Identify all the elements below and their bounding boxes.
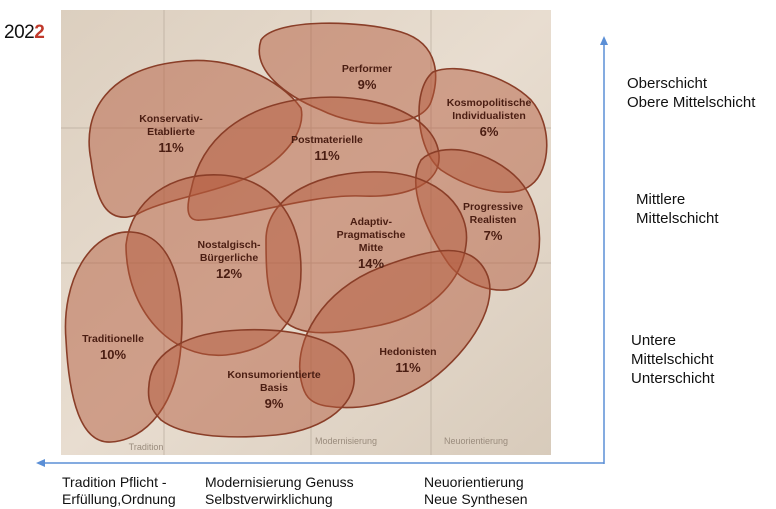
blob-progressive bbox=[415, 148, 541, 291]
label-upper-class: Oberschicht Obere Mittelschicht bbox=[627, 74, 755, 112]
milieu-name: Konsumorientierte bbox=[227, 369, 321, 381]
label-oberschicht: Oberschicht bbox=[627, 75, 708, 92]
milieu-percent: 9% bbox=[265, 396, 284, 411]
bottom-label-modern-line1: Modernisierung Genuss bbox=[205, 474, 354, 490]
milieu-label: Nostalgisch-Bürgerliche 12% bbox=[197, 239, 261, 281]
bottom-label-tradition: Tradition Pflicht - Erfüllung,Ordnung bbox=[62, 474, 176, 508]
bottom-label-modern: Modernisierung Genuss Selbstverwirklichu… bbox=[205, 474, 354, 508]
milieu-name: Bürgerliche bbox=[200, 252, 259, 264]
milieu-name: Postmaterielle bbox=[291, 134, 363, 146]
bottom-label-tradition-line1: Tradition Pflicht - bbox=[62, 474, 167, 490]
milieu-blobs bbox=[64, 22, 548, 443]
milieu-percent: 12% bbox=[216, 266, 242, 281]
footer-label-modern: Modernisierung bbox=[315, 436, 377, 446]
year-label: 2022 bbox=[4, 22, 45, 44]
blob-adaptiv bbox=[265, 171, 468, 334]
year-label-suffix: 2 bbox=[34, 22, 45, 43]
milieu-diagram: Performer 9% KosmopolitischeIndividualiste… bbox=[61, 10, 551, 455]
milieu-name: Basis bbox=[260, 382, 288, 394]
milieu-percent: 7% bbox=[484, 228, 503, 243]
milieu-percent: 11% bbox=[158, 140, 184, 155]
label-unterschicht: Unterschicht bbox=[631, 370, 715, 387]
milieu-label: Konservativ-Etablierte 11% bbox=[139, 113, 203, 155]
milieu-name: Realisten bbox=[470, 214, 517, 226]
axis-footer: Tradition Modernisierung Neuorientierung bbox=[129, 436, 508, 452]
blob-hedonisten bbox=[299, 249, 491, 409]
milieu-name: Nostalgisch- bbox=[197, 239, 261, 251]
milieu-name: Performer bbox=[342, 63, 392, 75]
milieu-percent: 6% bbox=[480, 124, 499, 139]
blob-postmaterielle bbox=[187, 96, 440, 221]
blob-traditionelle bbox=[64, 231, 183, 443]
milieu-name: Traditionelle bbox=[82, 333, 144, 345]
bottom-label-neu: Neuorientierung Neue Synthesen bbox=[424, 474, 528, 508]
milieu-label: Traditionelle 10% bbox=[82, 333, 144, 362]
grid-lines bbox=[61, 10, 551, 455]
milieu-percent: 9% bbox=[358, 77, 377, 92]
milieu-name: Hedonisten bbox=[379, 346, 436, 358]
paper-background bbox=[61, 10, 551, 455]
milieu-name: Individualisten bbox=[452, 110, 526, 122]
label-mittlere: Mittlere bbox=[636, 191, 686, 208]
bottom-label-neu-line2: Neue Synthesen bbox=[424, 491, 528, 507]
arrow-up-icon bbox=[600, 36, 608, 45]
milieu-name: Etablierte bbox=[147, 126, 195, 138]
label-middle-class: Mittlere Mittelschicht bbox=[636, 190, 719, 228]
milieu-name: Progressive bbox=[463, 201, 523, 213]
label-mittelschicht: Mittelschicht bbox=[636, 210, 719, 227]
milieu-name: Adaptiv- bbox=[350, 216, 393, 228]
footer-label-tradition: Tradition bbox=[129, 442, 164, 452]
footer-label-neu: Neuorientierung bbox=[444, 436, 508, 446]
label-lower-class: Untere Mittelschicht Unterschicht bbox=[631, 331, 714, 388]
milieu-percent: 10% bbox=[100, 347, 126, 362]
bottom-label-tradition-line2: Erfüllung,Ordnung bbox=[62, 491, 176, 507]
blob-kosmopolitische bbox=[418, 67, 548, 193]
milieu-name: Konservativ- bbox=[139, 113, 203, 125]
bottom-label-neu-line1: Neuorientierung bbox=[424, 474, 524, 490]
blob-nostalgisch bbox=[125, 174, 302, 357]
milieu-percent: 11% bbox=[395, 360, 421, 375]
blob-konsumorientierte bbox=[147, 328, 355, 438]
label-obere-mittelschicht: Obere Mittelschicht bbox=[627, 94, 756, 111]
horizontal-axis-arrow bbox=[36, 459, 604, 467]
label-untere-mittelschicht: Mittelschicht bbox=[631, 351, 714, 368]
milieu-name: Mitte bbox=[359, 242, 384, 254]
milieu-percent: 14% bbox=[358, 256, 384, 271]
milieu-label: Hedonisten 11% bbox=[379, 346, 436, 375]
milieu-label: Performer 9% bbox=[342, 63, 392, 92]
milieu-label: Postmaterielle 11% bbox=[291, 134, 363, 163]
label-untere: Untere bbox=[631, 332, 677, 349]
milieu-name: Kosmopolitische bbox=[447, 97, 532, 109]
bottom-label-modern-line2: Selbstverwirklichung bbox=[205, 491, 333, 507]
vertical-axis-arrow bbox=[600, 36, 608, 464]
milieu-percent: 11% bbox=[314, 148, 340, 163]
year-label-digits: 202 bbox=[4, 22, 35, 43]
milieu-labels: Performer 9% KosmopolitischeIndividualiste… bbox=[82, 63, 531, 411]
milieu-name: Pragmatische bbox=[337, 229, 406, 241]
arrow-left-icon bbox=[36, 459, 45, 467]
